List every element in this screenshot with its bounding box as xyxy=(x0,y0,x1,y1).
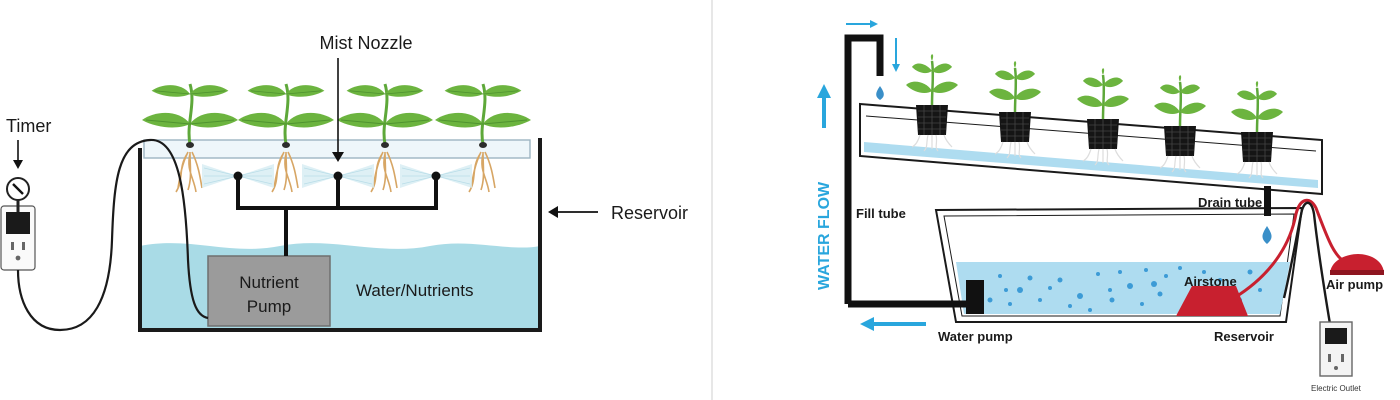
air-bubble xyxy=(1038,298,1042,302)
air-bubble xyxy=(1057,277,1063,283)
air-pump-label: Air pump xyxy=(1326,277,1383,292)
water-pump-label: Water pump xyxy=(938,329,1013,344)
reservoir-water xyxy=(140,243,540,330)
air-bubble xyxy=(998,274,1002,278)
air-bubble xyxy=(1178,266,1182,270)
drain-drip xyxy=(1262,226,1272,244)
nutrient-pump-label-2: Pump xyxy=(247,297,291,316)
fill-tube xyxy=(844,34,884,304)
air-bubbles xyxy=(987,266,1262,312)
timer-arrowhead xyxy=(13,160,23,169)
air-bubble xyxy=(1088,308,1092,312)
air-bubble xyxy=(1096,272,1100,276)
water-pump xyxy=(966,280,984,314)
airstone-label: Airstone xyxy=(1184,274,1237,289)
air-bubble xyxy=(1127,283,1133,289)
drain-tube-label: Drain tube xyxy=(1198,195,1262,210)
air-bubble xyxy=(1144,268,1148,272)
drain-tube xyxy=(1264,186,1271,216)
air-pump-base xyxy=(1330,270,1384,275)
mist-nozzle-dot xyxy=(333,171,343,181)
air-line-red xyxy=(1233,198,1347,300)
air-pump xyxy=(1330,254,1384,274)
flow-arrow-up-head xyxy=(817,84,831,98)
mist-nozzle-dot xyxy=(233,171,243,181)
water-nutrients-label: Water/Nutrients xyxy=(356,281,473,300)
air-bubble xyxy=(1140,302,1144,306)
nutrient-pump-label-1: Nutrient xyxy=(239,273,299,292)
flow-arrow-left-head xyxy=(860,317,874,331)
timer-cable xyxy=(16,138,209,332)
air-bubble xyxy=(1004,288,1008,292)
mist-nozzles xyxy=(233,171,441,181)
mist-nozzle-arrowhead xyxy=(332,152,344,162)
reservoir-label-left: Reservoir xyxy=(611,203,688,223)
power-cable xyxy=(1282,201,1332,325)
mist-nozzle-dot xyxy=(431,171,441,181)
net-pot-holes xyxy=(186,142,487,148)
timer-label: Timer xyxy=(6,116,51,136)
air-bubble xyxy=(1109,297,1115,303)
air-bubble xyxy=(1202,270,1206,274)
water-flow-label: WATER FLOW xyxy=(816,181,833,290)
air-bubble xyxy=(1077,293,1083,299)
timer-outlet xyxy=(0,177,36,271)
air-bubble xyxy=(1164,274,1168,278)
air-bubble xyxy=(1108,288,1112,292)
air-bubble xyxy=(1118,270,1122,274)
nft-reservoir-label: Reservoir xyxy=(1214,329,1274,344)
nft-reservoir-inner xyxy=(943,213,1295,317)
aeroponics-diagram: Mist Nozzle Timer Nutrient Pump Water/Nu… xyxy=(0,33,688,332)
air-bubble xyxy=(1157,291,1163,297)
manifold-pipes xyxy=(236,176,438,256)
air-bubble xyxy=(1068,304,1072,308)
airstone xyxy=(1176,286,1248,316)
electric-outlet-label: Electric Outlet xyxy=(1311,384,1362,393)
air-bubble xyxy=(987,297,993,303)
air-bubble xyxy=(1258,288,1262,292)
air-bubble xyxy=(1247,269,1253,275)
air-bubble xyxy=(1027,275,1033,281)
nutrient-pump xyxy=(207,255,331,327)
air-bubble xyxy=(1048,286,1052,290)
nft-diagram: Airstone Reservoir Drain tube Fill tube … xyxy=(816,20,1384,393)
fill-tube-label: Fill tube xyxy=(856,206,906,221)
grow-channel-water xyxy=(864,142,1318,188)
air-bubble xyxy=(1218,278,1222,282)
air-bubble xyxy=(1008,302,1012,306)
mist-nozzle-label: Mist Nozzle xyxy=(319,33,412,53)
flow-arrow-down-head xyxy=(892,64,900,72)
fill-drip xyxy=(876,86,884,100)
electric-outlet xyxy=(1319,321,1353,377)
air-bubble xyxy=(1017,287,1023,293)
air-bubble xyxy=(1151,281,1157,287)
reservoir-tank xyxy=(138,138,542,332)
reservoir-arrowhead xyxy=(548,206,558,218)
flow-arrow-right-head xyxy=(870,20,878,28)
flow-arrows xyxy=(817,20,926,331)
